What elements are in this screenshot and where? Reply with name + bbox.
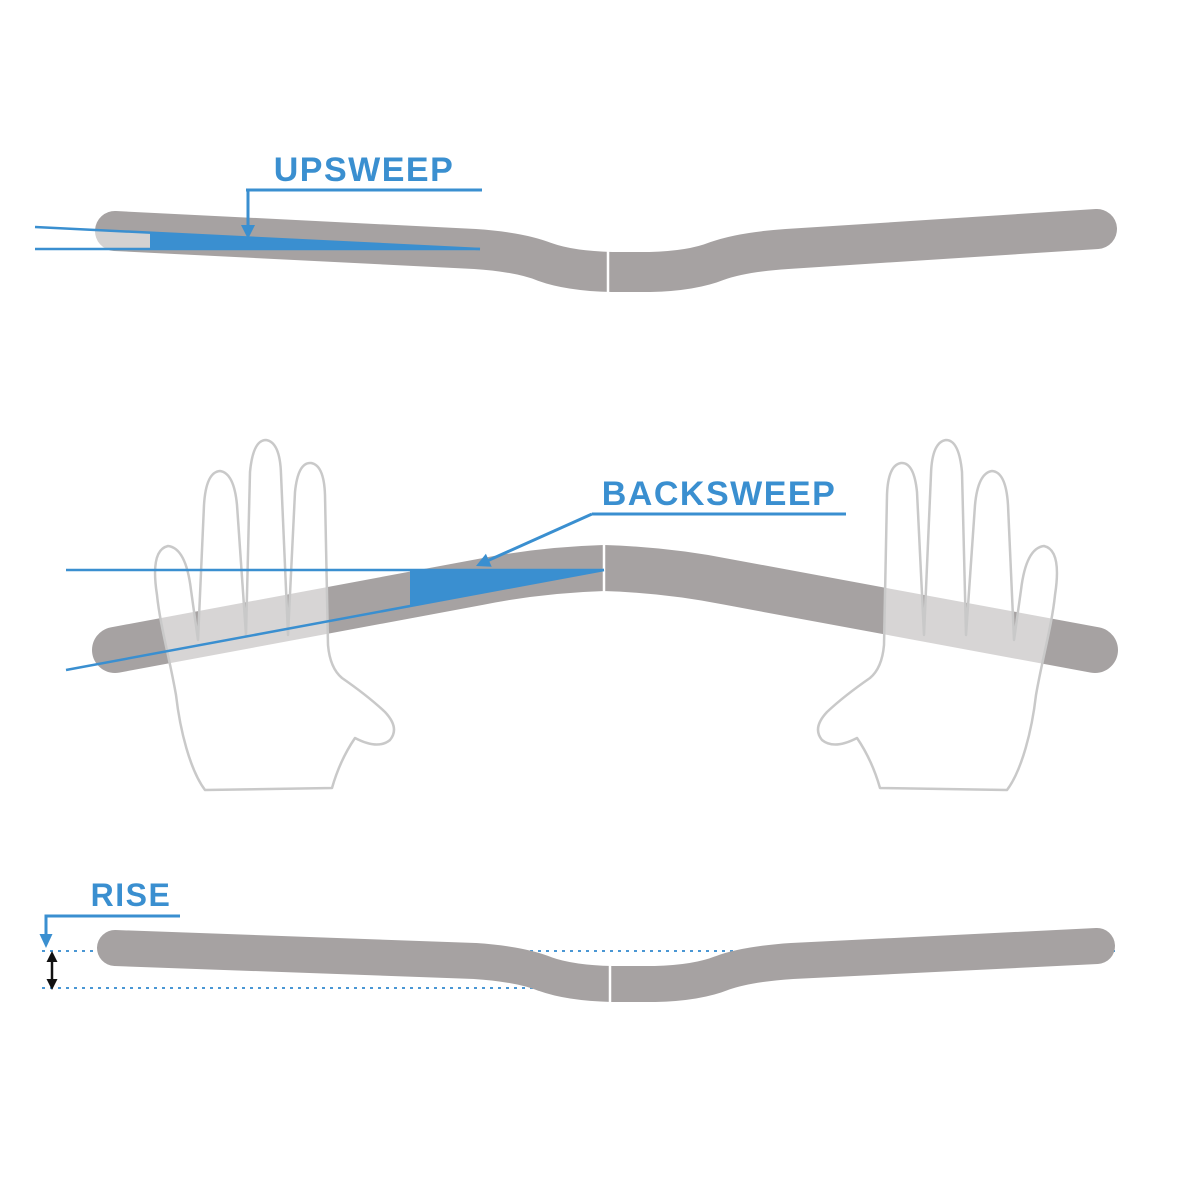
backsweep-angle-wedge bbox=[410, 570, 604, 606]
upsweep-label: UPSWEEP bbox=[274, 151, 455, 189]
backsweep-diagram: BACKSWEEP bbox=[65, 438, 1118, 792]
upsweep-diagram: UPSWEEP bbox=[34, 151, 1117, 294]
upsweep-arrowhead-icon bbox=[241, 225, 255, 239]
backsweep-axis-line bbox=[65, 568, 605, 672]
rise-arrowhead-icon bbox=[39, 934, 53, 948]
backsweep-arrowhead-icon bbox=[476, 553, 492, 567]
upsweep-grip-highlight bbox=[92, 229, 150, 249]
rise-label: RISE bbox=[91, 877, 172, 913]
rise-diagram: RISE bbox=[39, 877, 1115, 1004]
handlebar-front-view bbox=[95, 209, 1117, 292]
backsweep-leader-line bbox=[486, 512, 593, 563]
rise-measure-arrowhead-down-icon bbox=[46, 979, 58, 990]
upsweep-angle-wedge bbox=[150, 232, 480, 249]
rise-measure-arrowhead-up-icon bbox=[46, 951, 58, 962]
handlebar-front-view-rise bbox=[97, 928, 1115, 1002]
rise-leader-line bbox=[44, 914, 180, 935]
backsweep-label: BACKSWEEP bbox=[602, 475, 837, 513]
